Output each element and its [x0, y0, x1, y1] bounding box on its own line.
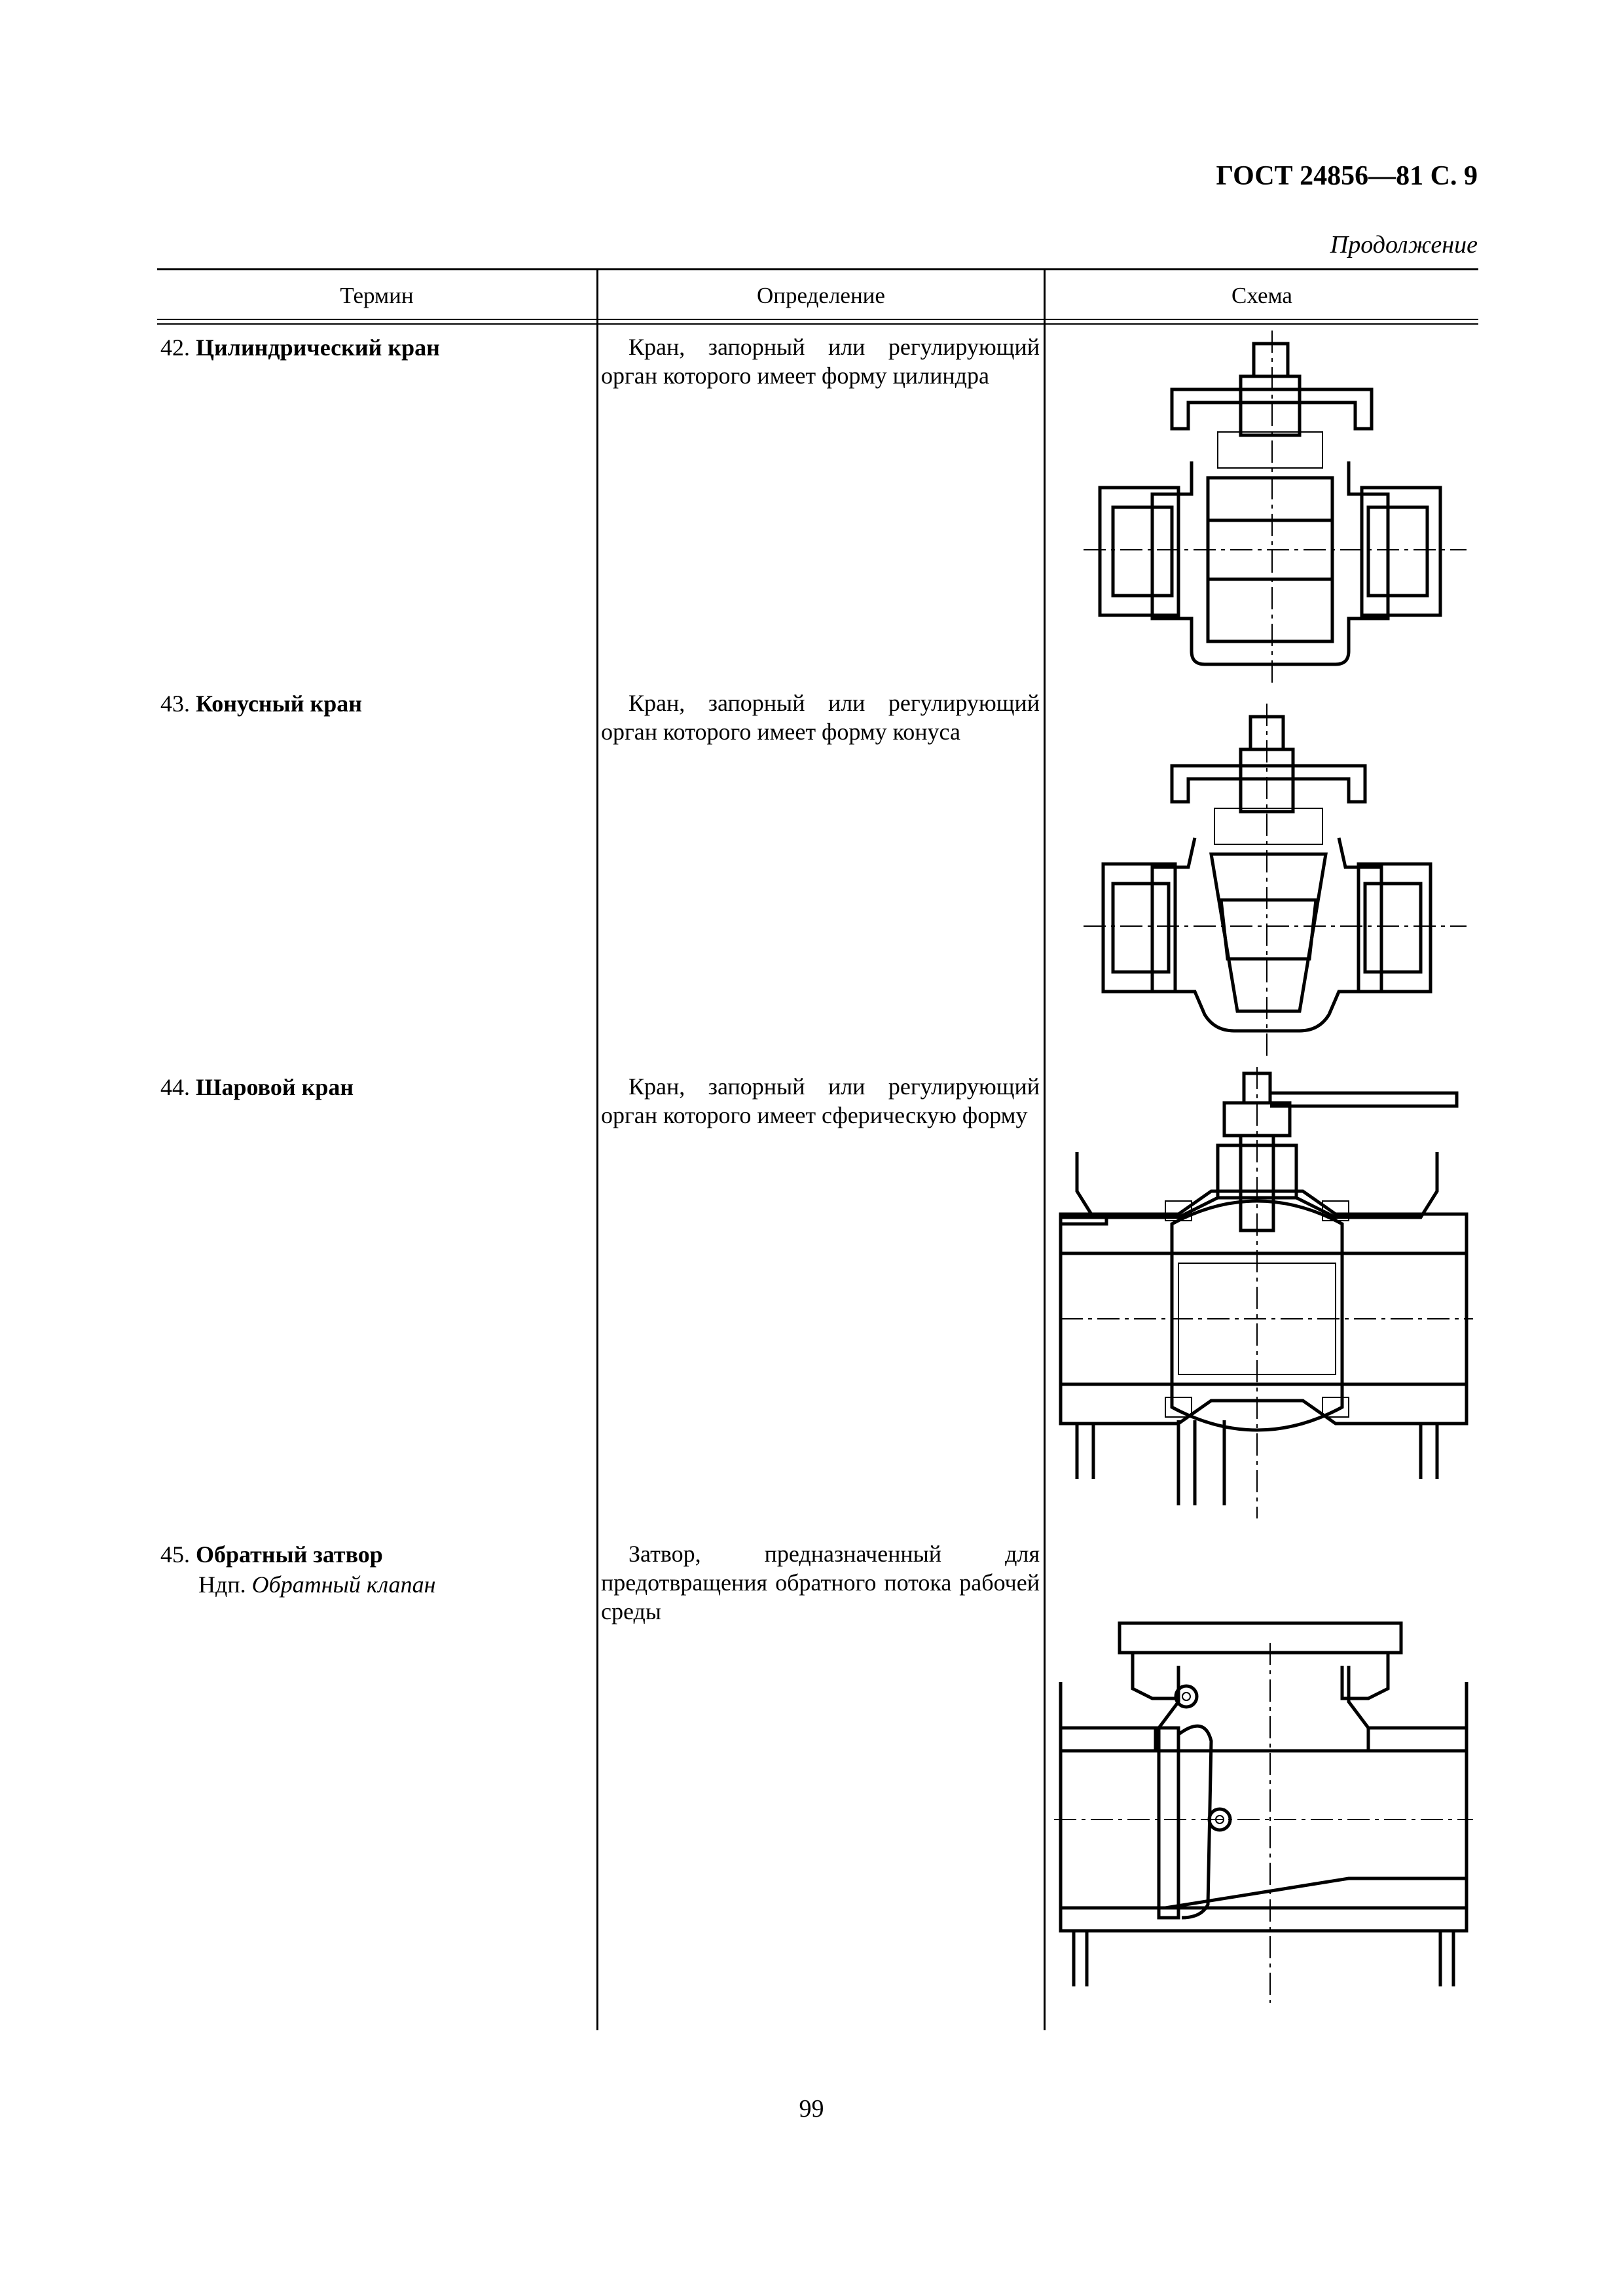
term-name: Обратный затвор — [196, 1541, 383, 1568]
term-number: 44. — [160, 1074, 190, 1100]
term-row-45: 45. Обратный затвор Ндп. Обратный клапан — [160, 1539, 573, 1600]
column-divider-2 — [1044, 268, 1046, 2030]
column-header-definition: Определение — [757, 283, 885, 308]
page-number: 99 — [799, 2095, 824, 2123]
term-row-44: 44. Шаровой кран — [160, 1072, 573, 1102]
term-number: 43. — [160, 691, 190, 717]
definition-row-42: Кран, запорный или регулирующий орган ко… — [601, 334, 1040, 389]
conical-valve-drawing — [1084, 704, 1467, 1057]
document-header: ГОСТ 24856—81 С. 9 — [1216, 161, 1478, 191]
deprecated-term: Ндп. Обратный клапан — [198, 1571, 436, 1598]
term-number: 42. — [160, 334, 190, 361]
column-header-term: Термин — [340, 283, 414, 308]
definition-row-44: Кран, запорный или регулирующий орган ко… — [601, 1073, 1040, 1128]
term-number: 45. — [160, 1541, 190, 1568]
definition-row-43: Кран, запорный или регулирующий орган ко… — [601, 690, 1040, 745]
definition-row-45: Затвор, предназначенный для предотвращен… — [601, 1541, 1040, 1624]
table-top-rule — [157, 268, 1478, 270]
term-row-42: 42. Цилиндрический кран — [160, 332, 573, 363]
column-header-schema: Схема — [1231, 283, 1292, 308]
check-valve-drawing — [1054, 1621, 1473, 2003]
term-name: Конусный кран — [196, 691, 363, 717]
term-name: Цилиндрический кран — [196, 334, 440, 361]
column-divider-1 — [596, 268, 598, 2030]
ball-valve-drawing — [1059, 1067, 1473, 1518]
table-header-rule — [157, 319, 1478, 320]
term-row-43: 43. Конусный кран — [160, 689, 573, 719]
cylindrical-valve-drawing — [1084, 331, 1467, 684]
term-name: Шаровой кран — [196, 1074, 354, 1100]
continuation-label: Продолжение — [1330, 231, 1478, 259]
table-header-rule-2 — [157, 323, 1478, 325]
